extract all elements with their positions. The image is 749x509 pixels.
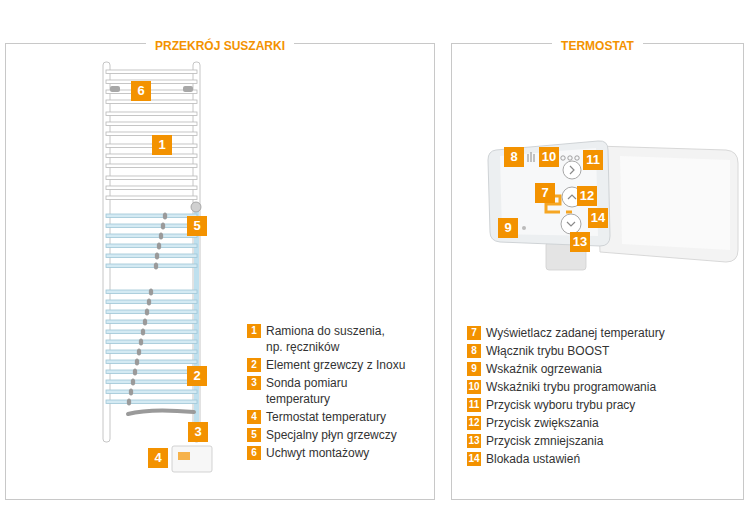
callout-number: 1 <box>152 135 172 155</box>
callout-number: 13 <box>570 232 590 252</box>
part-name: Wskaźniki trybu programowania <box>486 379 656 395</box>
key-row: 8 Włącznik trybu BOOST <box>467 343 665 359</box>
panel-heading-wrap: PRZEKRÓJ SUSZARKI <box>6 36 434 54</box>
part-name: Termostat temperatury <box>266 409 386 425</box>
callout-number: 1 <box>247 324 261 338</box>
panel-title: PRZEKRÓJ SUSZARKI <box>146 39 294 53</box>
callout-number: 8 <box>504 147 524 167</box>
part-name: Przycisk zmniejszania <box>486 433 603 449</box>
key-row: 11 Przycisk wyboru trybu pracy <box>467 397 665 413</box>
callout-number: 14 <box>588 208 608 228</box>
callout-number: 10 <box>539 147 559 167</box>
callout-number: 14 <box>467 452 481 466</box>
part-name: Blokada ustawień <box>486 451 580 467</box>
callout-number: 12 <box>577 186 597 206</box>
panel-box: TERMOSTAT <box>451 43 744 500</box>
callout-number: 13 <box>467 434 481 448</box>
callout-number: 7 <box>467 326 481 340</box>
key-row: 10 Wskaźniki trybu programowania <box>467 379 665 395</box>
key-row: 1 Ramiona do suszenia, np. ręczników <box>247 323 405 355</box>
callout-number: 8 <box>467 344 481 358</box>
callout-number: 5 <box>247 428 261 442</box>
part-name: Wyświetlacz zadanej temperatury <box>486 325 665 341</box>
part-name: Element grzewczy z Inoxu <box>266 357 405 373</box>
callout-number: 3 <box>247 376 261 390</box>
key-list: 7 Wyświetlacz zadanej temperatury 8 Włączni… <box>467 325 665 467</box>
key-row: 6 Uchwyt montażowy <box>247 445 405 461</box>
part-name: Ramiona do suszenia, np. ręczników <box>266 323 396 355</box>
part-name: Specjalny płyn grzewczy <box>266 427 397 443</box>
callout-number: 6 <box>131 81 151 101</box>
callout-number: 4 <box>148 448 168 468</box>
key-row: 12 Przycisk zwiększania <box>467 415 665 431</box>
callout-number: 9 <box>467 362 481 376</box>
key-row: 4 Termostat temperatury <box>247 409 405 425</box>
key-row: 13 Przycisk zmniejszania <box>467 433 665 449</box>
towel-dryer <box>103 62 212 472</box>
key-row: 7 Wyświetlacz zadanej temperatury <box>467 325 665 341</box>
part-name: Przycisk zwiększania <box>486 415 599 431</box>
callout-number: 12 <box>467 416 481 430</box>
panel-title: TERMOSTAT <box>552 39 643 53</box>
part-name: Uchwyt montażowy <box>266 445 369 461</box>
callout-number: 10 <box>467 380 481 394</box>
callout-number: 11 <box>467 398 481 412</box>
callout-number: 5 <box>187 216 207 236</box>
key-row: 14 Blokada ustawień <box>467 451 665 467</box>
key-row: 5 Specjalny płyn grzewczy <box>247 427 405 443</box>
key-row: 2 Element grzewczy z Inoxu <box>247 357 405 373</box>
key-row: 9 Wskaźnik ogrzewania <box>467 361 665 377</box>
callout-number: 11 <box>583 150 603 170</box>
key-list: 1 Ramiona do suszenia, np. ręczników 2 Elem… <box>247 323 405 461</box>
callout-number: 3 <box>188 422 208 442</box>
panel-heading-wrap: TERMOSTAT <box>452 36 743 54</box>
part-name: Włącznik trybu BOOST <box>486 343 609 359</box>
callout-number: 2 <box>247 358 261 372</box>
thermostat-device <box>488 141 738 270</box>
callout-number: 6 <box>247 446 261 460</box>
callout-number: 7 <box>535 183 555 203</box>
callout-number: 2 <box>187 366 207 386</box>
part-name: Sonda pomiaru temperatury <box>266 375 366 407</box>
part-name: Przycisk wyboru trybu pracy <box>486 397 635 413</box>
part-name: Wskaźnik ogrzewania <box>486 361 602 377</box>
key-row: 3 Sonda pomiaru temperatury <box>247 375 405 407</box>
callout-number: 9 <box>498 218 518 238</box>
callout-number: 4 <box>247 410 261 424</box>
